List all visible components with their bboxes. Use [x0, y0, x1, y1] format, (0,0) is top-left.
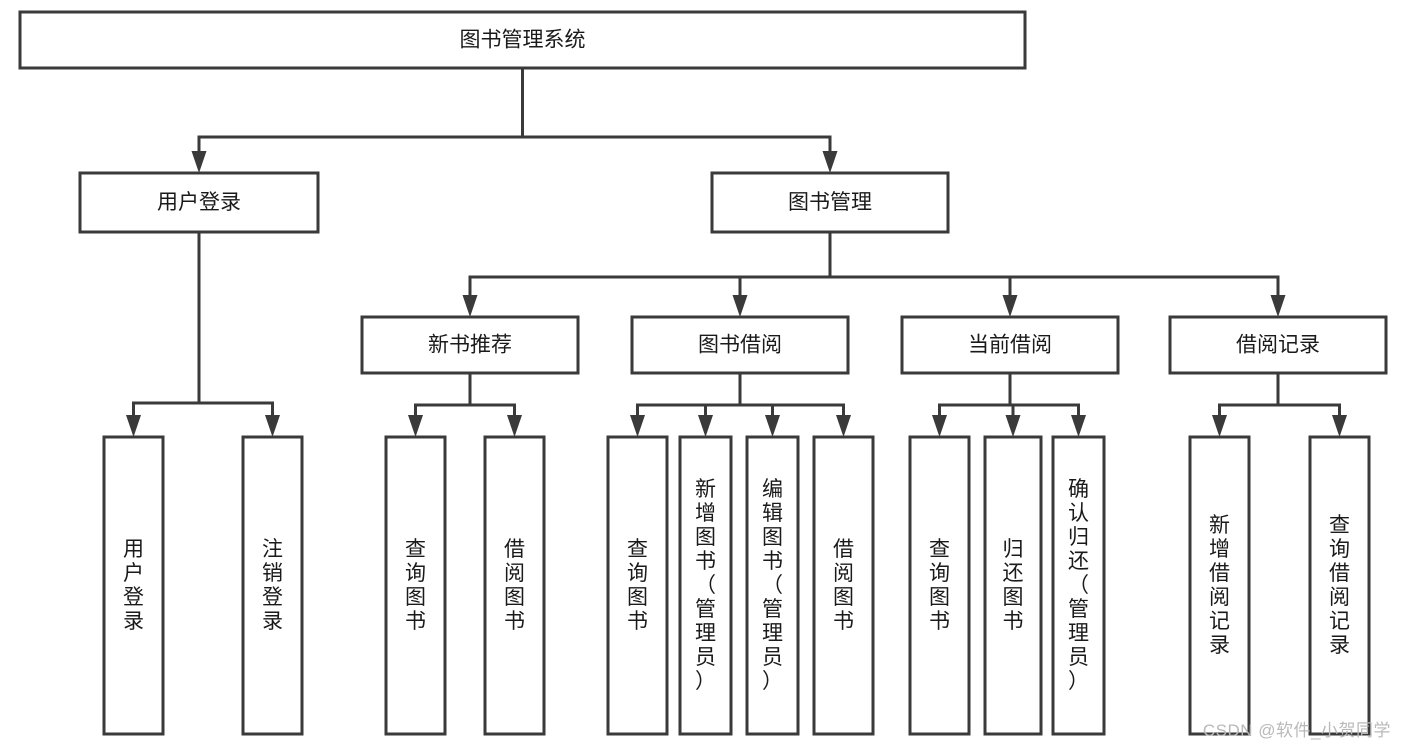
node-label-leaf-borrow-book: 借阅图书 — [833, 538, 854, 633]
node-label-leaf-query-book-current: 查询图书 — [929, 538, 950, 633]
edge-layer — [126, 66, 1347, 437]
node-box-leaf-confirm-return-admin[interactable] — [1051, 435, 1106, 736]
node-label-leaf-add-borrow-record: 新增借阅记录 — [1209, 514, 1230, 657]
node-box-leaf-return-book[interactable] — [983, 435, 1043, 736]
node-box-current-borrow[interactable] — [900, 315, 1120, 375]
node-label-leaf-add-book-admin: 新增图书（管理员） — [695, 478, 716, 693]
node-root[interactable]: 图书管理系统 — [18, 10, 1027, 70]
node-box-book-management[interactable] — [710, 171, 950, 234]
node-box-leaf-query-book-current[interactable] — [908, 435, 971, 736]
node-current-borrow[interactable]: 当前借阅 — [900, 315, 1120, 375]
node-label-leaf-query-book-new: 查询图书 — [405, 538, 426, 633]
node-box-leaf-borrow-book[interactable] — [812, 435, 875, 736]
node-box-leaf-query-book-new[interactable] — [384, 435, 447, 736]
node-box-leaf-add-borrow-record[interactable] — [1188, 435, 1251, 736]
node-new-book-recommend[interactable]: 新书推荐 — [360, 315, 580, 375]
node-leaf-edit-book-admin[interactable]: 编辑图书（管理员） — [745, 435, 800, 736]
node-label-leaf-return-book: 归还图书 — [1003, 538, 1024, 633]
node-label-user-login: 用户登录 — [157, 191, 241, 214]
node-leaf-borrow-book[interactable]: 借阅图书 — [812, 435, 875, 736]
node-box-leaf-borrow-book-new[interactable] — [483, 435, 546, 736]
node-label-leaf-confirm-return-admin: 确认归还（管理员） — [1068, 478, 1089, 693]
node-borrow-record[interactable]: 借阅记录 — [1168, 315, 1388, 375]
node-leaf-add-borrow-record[interactable]: 新增借阅记录 — [1188, 435, 1251, 736]
node-leaf-user-login[interactable]: 用户登录 — [102, 435, 165, 736]
node-box-leaf-add-book-admin[interactable] — [678, 435, 733, 736]
watermark-text: CSDN @软件_小贺同学 — [1202, 721, 1391, 740]
node-box-root[interactable] — [18, 10, 1027, 70]
node-label-current-borrow: 当前借阅 — [968, 334, 1052, 357]
node-label-leaf-query-book-borrow: 查询图书 — [627, 538, 648, 633]
node-label-book-borrow: 图书借阅 — [698, 334, 782, 357]
node-leaf-query-borrow-record[interactable]: 查询借阅记录 — [1308, 435, 1371, 736]
node-label-book-management: 图书管理 — [788, 191, 872, 214]
node-leaf-query-book-current[interactable]: 查询图书 — [908, 435, 971, 736]
node-box-leaf-query-borrow-record[interactable] — [1308, 435, 1371, 736]
node-leaf-confirm-return-admin[interactable]: 确认归还（管理员） — [1051, 435, 1106, 736]
node-box-leaf-edit-book-admin[interactable] — [745, 435, 800, 736]
node-label-borrow-record: 借阅记录 — [1236, 334, 1320, 357]
node-user-login[interactable]: 用户登录 — [78, 171, 320, 234]
node-leaf-logout[interactable]: 注销登录 — [241, 435, 304, 736]
node-leaf-borrow-book-new[interactable]: 借阅图书 — [483, 435, 546, 736]
node-leaf-query-book-borrow[interactable]: 查询图书 — [606, 435, 669, 736]
node-box-user-login[interactable] — [78, 171, 320, 234]
node-leaf-return-book[interactable]: 归还图书 — [983, 435, 1043, 736]
node-book-management[interactable]: 图书管理 — [710, 171, 950, 234]
node-leaf-add-book-admin[interactable]: 新增图书（管理员） — [678, 435, 733, 736]
node-label-leaf-query-borrow-record: 查询借阅记录 — [1329, 514, 1350, 657]
node-layer: 图书管理系统用户登录图书管理新书推荐图书借阅当前借阅借阅记录用户登录注销登录查询… — [18, 10, 1388, 736]
node-box-borrow-record[interactable] — [1168, 315, 1388, 375]
node-label-leaf-borrow-book-new: 借阅图书 — [504, 538, 525, 633]
node-box-new-book-recommend[interactable] — [360, 315, 580, 375]
node-box-book-borrow[interactable] — [630, 315, 850, 375]
node-label-root: 图书管理系统 — [460, 29, 586, 52]
node-label-new-book-recommend: 新书推荐 — [428, 334, 512, 357]
node-box-leaf-user-login[interactable] — [102, 435, 165, 736]
node-book-borrow[interactable]: 图书借阅 — [630, 315, 850, 375]
node-box-leaf-logout[interactable] — [241, 435, 304, 736]
node-label-leaf-logout: 注销登录 — [262, 538, 283, 633]
node-leaf-query-book-new[interactable]: 查询图书 — [384, 435, 447, 736]
node-box-leaf-query-book-borrow[interactable] — [606, 435, 669, 736]
node-label-leaf-user-login: 用户登录 — [123, 538, 144, 633]
node-label-leaf-edit-book-admin: 编辑图书（管理员） — [762, 478, 783, 693]
